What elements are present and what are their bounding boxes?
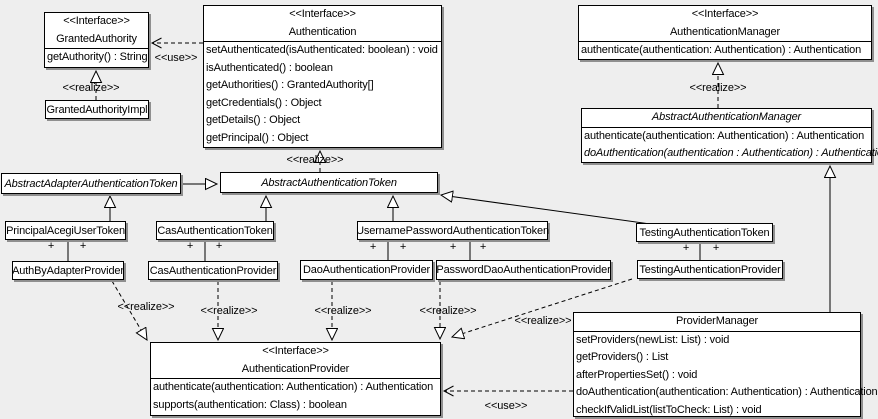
realize-label: <<realize>> [419, 305, 477, 317]
class-box-granted-authority-impl: GrantedAuthorityImpl [45, 100, 149, 119]
class-title: <<Interface>> AuthenticationProvider [151, 343, 440, 378]
class-name: PrincipalAcegiUserToken [6, 224, 125, 237]
class-box-authentication-manager: <<Interface>> AuthenticationManager auth… [578, 5, 872, 60]
class-method: getAuthorities() : GrantedAuthority[] [206, 79, 374, 91]
class-method: setProviders(newList: List) : void [576, 333, 730, 346]
class-box-principal-acegi-user-token: PrincipalAcegiUserToken [5, 221, 126, 240]
class-method: isAuthenticated() : boolean [206, 61, 333, 74]
class-box-username-password-authentication-token: UsernamePasswordAuthenticationToken [356, 221, 549, 240]
class-method: getPrincipal() : Object [206, 131, 309, 144]
realize-label: <<realize>> [62, 82, 120, 94]
class-method: getProviders() : List [576, 351, 669, 363]
class-method: doAuthentication(authentication : Authen… [584, 147, 878, 159]
class-name: AuthenticationProvider [241, 362, 350, 375]
class-title: AbstractAuthenticationManager [582, 109, 871, 127]
class-method: checkIfValidList(listToCheck: List) : vo… [576, 403, 762, 416]
use-label: <<use>> [484, 400, 528, 412]
realize-label: <<realize>> [514, 315, 572, 327]
generalization-testingtoken [441, 195, 651, 225]
class-box-auth-by-adapter-provider: AuthByAdapterProvider [12, 261, 124, 280]
class-name: AbstractAuthenticationToken [261, 176, 397, 189]
class-name: AuthenticationManager [670, 25, 780, 38]
association-plus-label: + [215, 240, 223, 252]
realize-label: <<realize>> [117, 301, 175, 313]
class-method: getDetails() : Object [206, 114, 301, 126]
class-name: CasAuthenticationProvider [149, 264, 277, 277]
class-stereotype: <<Interface>> [289, 8, 356, 20]
class-box-testing-authentication-provider: TestingAuthenticationProvider [637, 260, 783, 279]
class-box-cas-authentication-token: CasAuthenticationToken [156, 221, 274, 240]
association-plus-label: + [79, 240, 87, 252]
use-label: <<use>> [154, 52, 198, 64]
association-plus-label: + [479, 241, 487, 253]
association-plus-label: + [449, 241, 457, 253]
class-stereotype: <<Interface>> [691, 8, 759, 20]
class-name: CasAuthenticationToken [157, 224, 273, 237]
class-name: PasswordDaoAuthenticationProvider [436, 264, 611, 276]
class-box-authentication-provider: <<Interface>> AuthenticationProvider aut… [150, 342, 441, 416]
class-methods: authenticate(authentication: Authenticat… [582, 126, 878, 163]
class-name: AbstractAuthenticationManager [651, 111, 802, 123]
class-box-abstract-authentication-token: AbstractAuthenticationToken [220, 172, 438, 193]
association-plus-label: + [399, 241, 407, 253]
class-title: <<Interface>> GrantedAuthority [45, 13, 148, 48]
class-method: setAuthenticated(isAuthenticated: boolea… [206, 44, 438, 56]
class-box-abstract-adapter-authentication-token: AbstractAdapterAuthenticationToken [1, 173, 181, 194]
class-methods: authenticate(authentication: Authenticat… [151, 378, 440, 414]
class-methods: setAuthenticated(isAuthenticated: boolea… [204, 41, 441, 147]
class-name: GrantedAuthority [56, 32, 137, 45]
class-methods: authenticate(authentication: Authenticat… [579, 41, 871, 60]
association-plus-label: + [186, 240, 194, 252]
realize-label: <<realize>> [200, 305, 258, 317]
class-method: authenticate(authentication: Authenticat… [584, 129, 865, 142]
association-plus-label: + [369, 241, 377, 253]
class-stereotype: <<Interface>> [262, 345, 329, 357]
class-name: AbstractAdapterAuthenticationToken [4, 177, 178, 190]
class-method: getAuthority() : String [47, 51, 148, 63]
class-name: GrantedAuthorityImpl [46, 103, 148, 116]
class-method: supports(authentication: Class) : boolea… [153, 398, 347, 411]
realize-label: <<realize>> [314, 305, 372, 317]
association-plus-label: + [47, 240, 55, 252]
class-name: Authentication [288, 25, 357, 38]
class-box-authentication: <<Interface>> Authentication setAuthenti… [203, 5, 442, 148]
class-method: doAuthentication(authentication: Authent… [576, 386, 878, 398]
class-methods: setProviders(newList: List) : void getPr… [574, 330, 878, 419]
class-name: DaoAuthenticationProvider [302, 264, 431, 276]
class-title: <<Interface>> Authentication [204, 6, 441, 41]
class-name: TestingAuthenticationToken [639, 226, 770, 239]
class-name: ProviderManager [675, 315, 759, 327]
realize-label: <<realize>> [689, 82, 747, 94]
association-plus-label: + [712, 242, 720, 254]
class-method: afterPropertiesSet() : void [576, 368, 698, 381]
realize-authbyadapterprovider [111, 280, 147, 340]
class-box-testing-authentication-token: TestingAuthenticationToken [636, 223, 773, 242]
realize-testingprovider [452, 278, 633, 337]
class-title: ProviderManager [574, 313, 860, 331]
class-box-abstract-authentication-manager: AbstractAuthenticationManager authentica… [581, 108, 878, 163]
class-name: TestingAuthenticationProvider [639, 263, 781, 276]
class-name: AuthByAdapterProvider [12, 264, 124, 277]
class-name: UsernamePasswordAuthenticationToken [356, 224, 549, 237]
class-method: getCredentials() : Object [206, 96, 322, 109]
class-method: authenticate(authentication: Authenticat… [581, 44, 862, 56]
class-box-provider-manager: ProviderManager setProviders(newList: Li… [573, 312, 878, 419]
realize-label: <<realize>> [286, 154, 344, 166]
association-plus-label: + [682, 242, 690, 254]
class-box-cas-authentication-provider: CasAuthenticationProvider [148, 261, 278, 280]
class-method: authenticate(authentication: Authenticat… [153, 381, 434, 393]
class-stereotype: <<Interface>> [63, 15, 130, 27]
class-methods: getAuthority() : String [45, 48, 148, 67]
class-box-password-dao-authentication-provider: PasswordDaoAuthenticationProvider [436, 260, 611, 280]
class-box-granted-authority: <<Interface>> GrantedAuthority getAuthor… [44, 12, 149, 68]
class-title: <<Interface>> AuthenticationManager [579, 6, 871, 41]
class-box-dao-authentication-provider: DaoAuthenticationProvider [300, 260, 433, 280]
